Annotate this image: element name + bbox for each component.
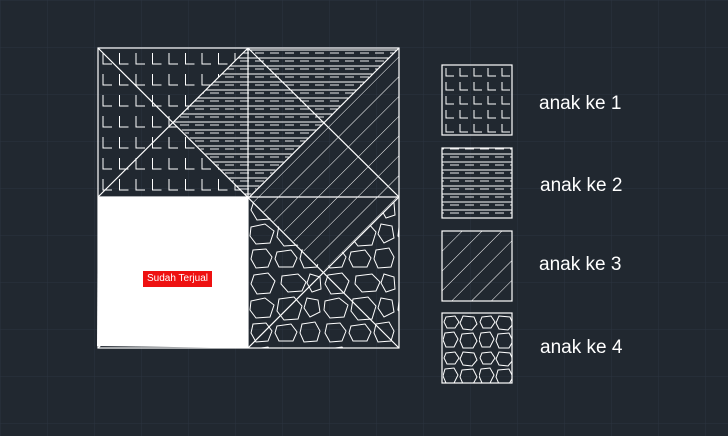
legend: [441, 64, 513, 384]
legend-label-3: anak ke 3: [539, 254, 622, 275]
legend-swatch-2: [441, 147, 513, 219]
parcel-diagonal-lower: [248, 197, 399, 270]
parcel-dash-lines: [174, 48, 399, 197]
land-plot: [97, 47, 400, 349]
parcel-stones-left: [248, 197, 324, 348]
legend-swatch-3: [441, 230, 513, 302]
legend-label-4: anak ke 4: [540, 337, 623, 358]
plot-outlines: [97, 47, 400, 349]
sold-badge: Sudah Terjual: [143, 271, 212, 287]
parcel-grid-l-lower: [98, 122, 248, 197]
legend-swatch-1: [441, 64, 513, 136]
legend-swatch-4: [441, 312, 513, 384]
legend-label-1: anak ke 1: [539, 93, 622, 114]
legend-label-2: anak ke 2: [540, 175, 623, 196]
